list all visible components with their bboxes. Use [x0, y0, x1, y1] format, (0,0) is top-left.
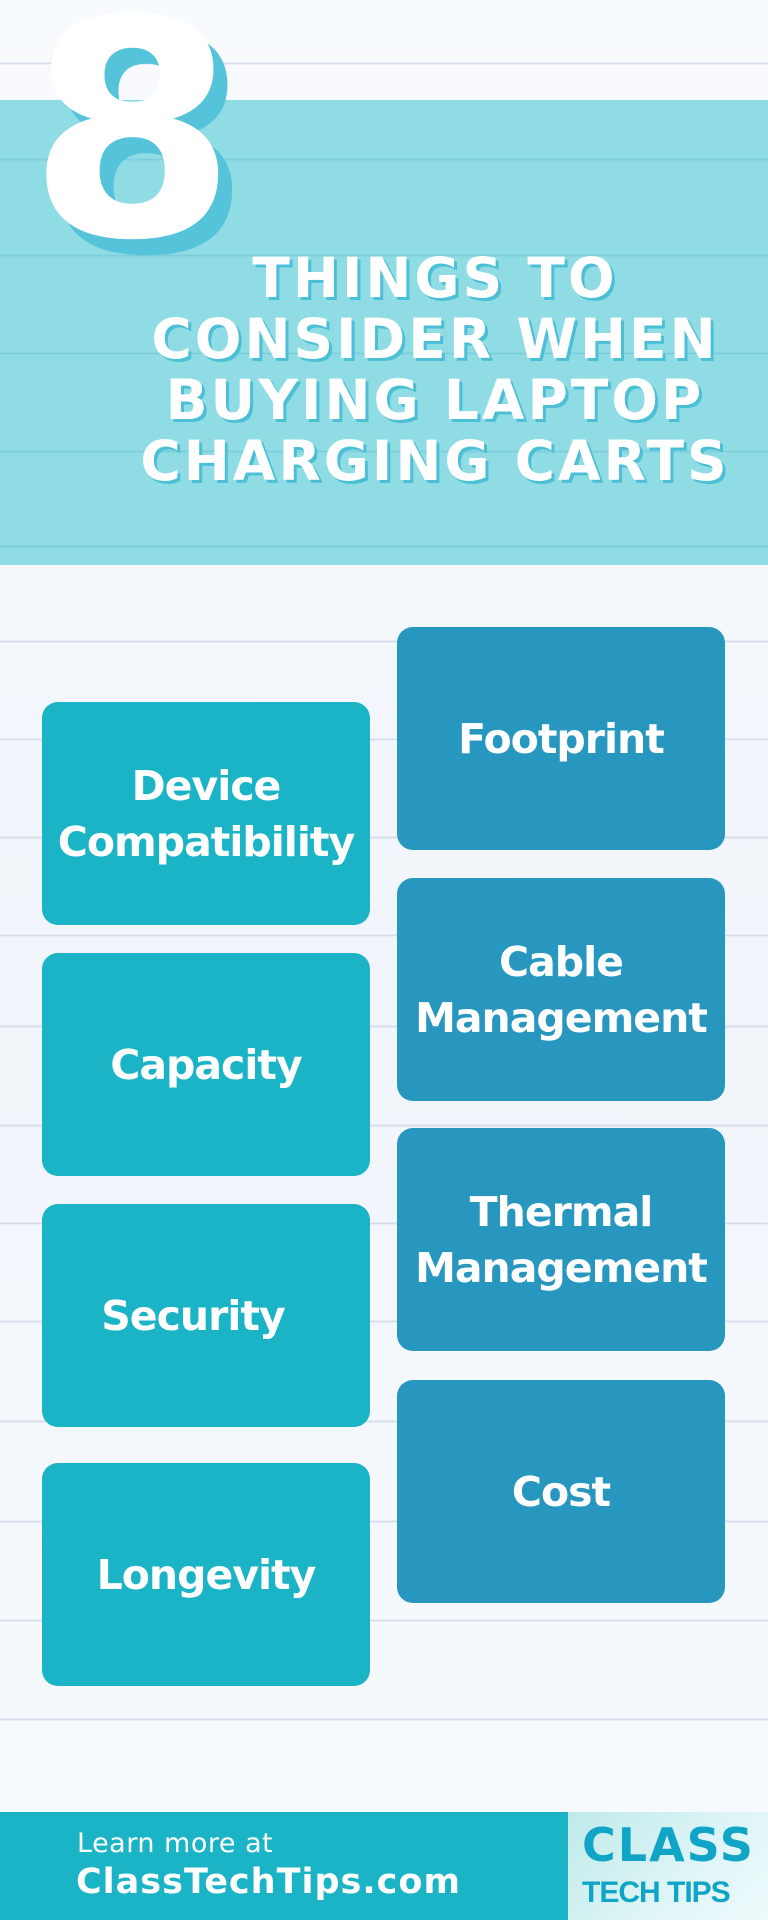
card-capacity: Capacity: [42, 953, 370, 1176]
card-device-compatibility: Device Compatibility: [42, 702, 370, 925]
card-label-line: Thermal: [469, 1187, 654, 1236]
card-label: Footprint: [458, 714, 665, 763]
title-line: CHARGING CARTS: [140, 429, 730, 493]
card-label-line: Compatibility: [57, 817, 355, 866]
page-title: THINGS TO CONSIDER WHEN BUYING LAPTOP CH…: [120, 248, 750, 492]
title-line: THINGS TO: [252, 246, 618, 310]
paper-line: [0, 1222, 768, 1225]
paper-line: [0, 62, 768, 65]
card-label: Cost: [511, 1467, 611, 1516]
paper-line: [0, 1520, 768, 1523]
card-label: Longevity: [96, 1550, 317, 1599]
paper-line: [0, 640, 768, 643]
header-line: [0, 352, 768, 355]
header-banner: [0, 100, 768, 565]
paper-line: [0, 934, 768, 937]
card-label: Security: [101, 1291, 285, 1340]
card-cable-management: Cable Management: [397, 878, 725, 1101]
card-longevity: Longevity: [42, 1463, 370, 1686]
class-tech-tips-logo: CLASS TECH TIPS: [568, 1812, 768, 1920]
paper-line: [0, 1619, 768, 1622]
header-line: [0, 158, 768, 161]
paper-line: [0, 1320, 768, 1323]
card-label-line: Cable: [499, 937, 624, 986]
card-label-line: Management: [415, 1243, 708, 1292]
card-footprint: Footprint: [397, 627, 725, 850]
card-cost: Cost: [397, 1380, 725, 1603]
header-line: [0, 545, 768, 548]
footer-website-link[interactable]: ClassTechTips.com: [76, 1862, 461, 1902]
paper-line: [0, 1420, 768, 1423]
card-label: Capacity: [110, 1040, 302, 1089]
paper-line: [0, 1025, 768, 1028]
card-label-line: Device: [131, 761, 282, 810]
paper-line: [0, 836, 768, 839]
headline-number: 8: [28, 0, 237, 306]
title-line: BUYING LAPTOP: [165, 368, 705, 432]
logo-line-tech-tips: TECH TIPS: [582, 1876, 731, 1909]
title-line: CONSIDER WHEN: [151, 307, 719, 371]
logo-line-class: CLASS: [582, 1818, 755, 1872]
card-label-line: Management: [415, 993, 708, 1042]
card-thermal-management: Thermal Management: [397, 1128, 725, 1351]
paper-line: [0, 1124, 768, 1127]
card-security: Security: [42, 1204, 370, 1427]
header-line: [0, 450, 768, 453]
footer-learn-more-text: Learn more at: [77, 1828, 274, 1859]
footer-banner: Learn more at ClassTechTips.com CLASS TE…: [0, 1812, 768, 1920]
header-line: [0, 254, 768, 257]
paper-line: [0, 1718, 768, 1721]
paper-line: [0, 738, 768, 741]
